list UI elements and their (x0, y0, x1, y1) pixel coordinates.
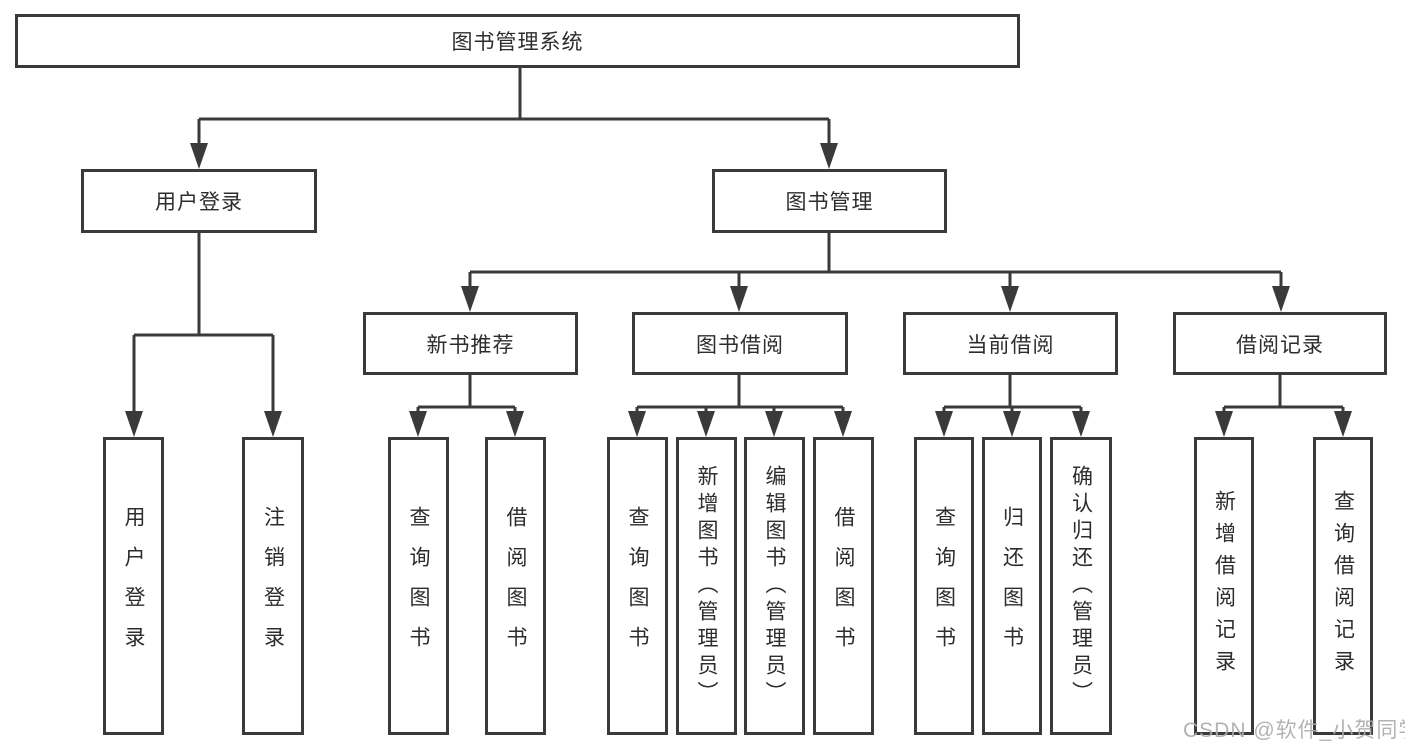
node-book-borrow: 图书借阅 (632, 312, 848, 375)
leaf-borrow-books-borrow-label: 借阅图书 (832, 506, 855, 666)
arrowhead-icon (834, 411, 852, 437)
leaf-user-login: 用户登录 (103, 437, 164, 735)
node-book-management-label: 图书管理 (785, 191, 874, 214)
arrowhead-icon (1272, 286, 1290, 312)
leaf-confirm-return-admin: 确认归还（管理员） (1050, 437, 1112, 735)
leaf-query-books-current-label: 查询图书 (932, 506, 956, 666)
node-user-login-label: 用户登录 (155, 191, 243, 214)
leaf-query-books-recommend-label: 查询图书 (407, 506, 430, 666)
arrowhead-icon (1003, 411, 1021, 437)
node-borrow-records-label: 借阅记录 (1236, 333, 1324, 357)
arrowhead-icon (820, 143, 838, 169)
arrowhead-icon (1334, 411, 1352, 437)
leaf-return-book: 归还图书 (982, 437, 1042, 735)
leaf-edit-book-admin-label: 编辑图书（管理员） (763, 464, 786, 708)
node-new-book-recommend: 新书推荐 (363, 312, 578, 375)
leaf-borrow-books-recommend-label: 借阅图书 (504, 506, 527, 666)
leaf-logout-label: 注销登录 (261, 506, 285, 666)
node-book-borrow-label: 图书借阅 (696, 333, 784, 357)
csdn-watermark: CSDN @软件_小贺同学 (1183, 719, 1405, 742)
leaf-add-book-admin: 新增图书（管理员） (676, 437, 737, 735)
node-root-label: 图书管理系统 (451, 31, 584, 54)
leaf-query-books-borrow: 查询图书 (607, 437, 668, 735)
node-new-book-recommend-label: 新书推荐 (426, 333, 515, 357)
arrowhead-icon (1001, 286, 1019, 312)
node-borrow-records: 借阅记录 (1173, 312, 1387, 375)
leaf-logout: 注销登录 (242, 437, 304, 735)
arrowhead-icon (697, 411, 715, 437)
node-user-login: 用户登录 (81, 169, 317, 233)
arrowhead-icon (506, 411, 524, 437)
leaf-add-book-admin-label: 新增图书（管理员） (695, 464, 718, 708)
arrowhead-icon (190, 143, 208, 169)
leaf-edit-book-admin: 编辑图书（管理员） (744, 437, 805, 735)
leaf-query-books-borrow-label: 查询图书 (626, 506, 649, 666)
arrowhead-icon (765, 411, 783, 437)
arrowhead-icon (628, 411, 646, 437)
node-current-borrow-label: 当前借阅 (966, 333, 1055, 357)
arrowhead-icon (1072, 411, 1090, 437)
leaf-add-borrow-record: 新增借阅记录 (1194, 437, 1254, 735)
leaf-confirm-return-admin-label: 确认归还（管理员） (1069, 464, 1093, 708)
leaf-query-books-recommend: 查询图书 (388, 437, 449, 735)
arrowhead-icon (461, 286, 479, 312)
leaf-query-borrow-record: 查询借阅记录 (1313, 437, 1373, 735)
arrowhead-icon (935, 411, 953, 437)
leaf-query-borrow-record-label: 查询借阅记录 (1331, 490, 1355, 682)
arrowhead-icon (264, 411, 282, 437)
node-root: 图书管理系统 (15, 14, 1020, 68)
leaf-query-books-current: 查询图书 (914, 437, 974, 735)
leaf-add-borrow-record-label: 新增借阅记录 (1212, 490, 1236, 682)
arrowhead-icon (409, 411, 427, 437)
leaf-borrow-books-borrow: 借阅图书 (813, 437, 874, 735)
node-current-borrow: 当前借阅 (903, 312, 1118, 375)
tree-branch-lines (134, 66, 1343, 409)
leaf-borrow-books-recommend: 借阅图书 (485, 437, 546, 735)
arrowhead-icon (1215, 411, 1233, 437)
leaf-return-book-label: 归还图书 (1000, 506, 1024, 666)
leaf-user-login-label: 用户登录 (122, 506, 145, 666)
arrowhead-icon (730, 286, 748, 312)
arrowhead-icon (125, 411, 143, 437)
node-book-management: 图书管理 (712, 169, 947, 233)
